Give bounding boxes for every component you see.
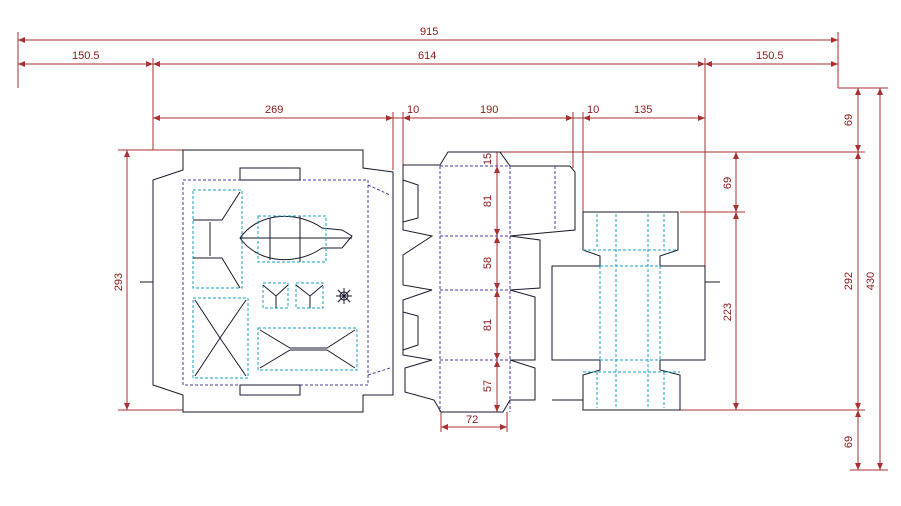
dim-label-mid-81b: 81: [482, 319, 494, 331]
dimension-row-3: 269 10 190 10 135: [153, 104, 705, 212]
dim-label-gap-b: 10: [587, 104, 599, 116]
fish-shape: [239, 215, 353, 263]
dim-label-mid-top: 15: [482, 153, 494, 165]
dim-label-right-inner: 292: [843, 272, 855, 290]
dim-label-mid-58: 58: [482, 257, 494, 269]
dim-label-left-height: 293: [113, 273, 125, 291]
dimension-left-height: 293: [113, 149, 183, 411]
dimension-total-width: 915: [17, 26, 839, 88]
panel-a-cutouts: [192, 189, 358, 379]
dim-label-left-margin: 150.5: [72, 50, 100, 62]
panel-a-outline: [140, 149, 394, 413]
dimension-tray-verticals: 69 223: [680, 152, 745, 410]
dim-label-mid-57: 57: [482, 380, 494, 392]
dim-label-right-margin: 150.5: [756, 50, 784, 62]
dim-label-right-top: 69: [843, 114, 855, 126]
dim-label-tray-height: 223: [722, 303, 734, 321]
dim-label-panel-b: 190: [480, 104, 498, 116]
dim-label-bottom-width: 72: [466, 414, 478, 426]
dimension-row-2: 150.5 614 150.5: [18, 50, 838, 270]
panel-b-outline: [402, 151, 576, 413]
dim-label-inner-width: 614: [418, 50, 436, 62]
dim-label-right-total: 430: [865, 272, 877, 290]
dim-label-gap-a: 10: [407, 104, 419, 116]
dim-label-total-width: 915: [420, 26, 438, 38]
panel-c-outline: [551, 211, 720, 411]
flower-icon: [336, 288, 352, 304]
dimension-middle-verticals: 15 81 58 81 57: [482, 152, 500, 412]
dim-label-mid-81a: 81: [482, 195, 494, 207]
dim-label-panel-a: 269: [265, 104, 283, 116]
dimension-bottom-width: 72: [440, 412, 508, 432]
dim-label-right-bottom: 69: [843, 436, 855, 448]
dim-label-panel-c: 135: [634, 104, 652, 116]
dimension-right-verticals: 69 292 430 69: [500, 87, 888, 471]
dim-label-tray-top: 69: [722, 177, 734, 189]
